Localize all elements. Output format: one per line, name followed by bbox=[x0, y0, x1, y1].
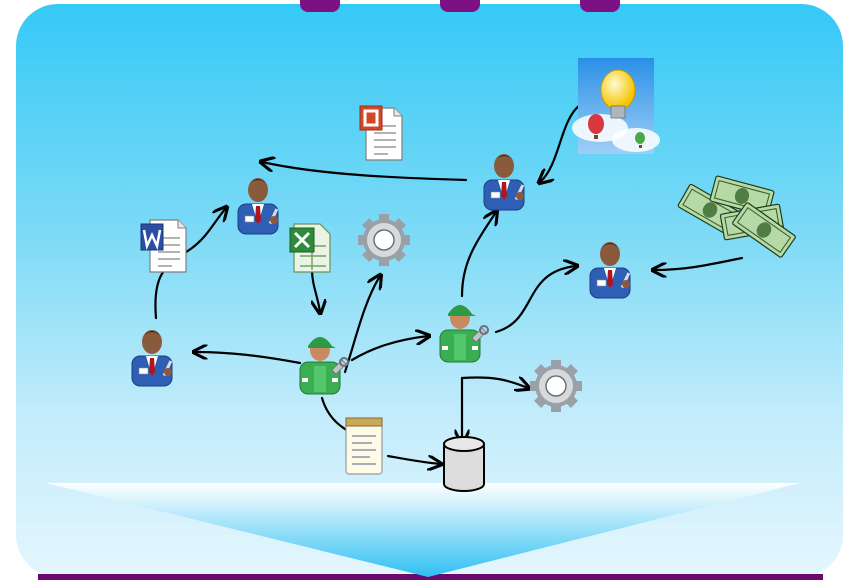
worker-icon bbox=[439, 304, 489, 363]
flow-arrows bbox=[154, 103, 744, 464]
arrow-money-to-manager-right bbox=[654, 256, 744, 270]
hot-air-balloon-icon bbox=[588, 114, 604, 139]
arrow-idea-to-manager-top bbox=[540, 103, 582, 182]
businessman-icon bbox=[483, 153, 525, 211]
notepad-document-icon bbox=[345, 417, 383, 475]
worker-icon bbox=[299, 336, 349, 395]
money-image bbox=[676, 175, 797, 259]
database-cylinder-icon bbox=[443, 436, 485, 492]
arrow-manager-top-to-manager-left bbox=[262, 162, 468, 182]
businessman-icon bbox=[237, 177, 279, 235]
hot-air-balloon-icon bbox=[635, 132, 645, 148]
idea-image bbox=[572, 58, 660, 154]
excel-document-icon bbox=[289, 223, 331, 273]
arrow-worker-right-to-manager-top bbox=[460, 212, 496, 298]
arrow-notepad-to-database bbox=[386, 454, 440, 464]
diagram-panel bbox=[16, 4, 843, 577]
businessman-icon bbox=[131, 329, 173, 387]
lightbulb-icon bbox=[600, 69, 636, 119]
arrow-worker-center-to-manager-far-left bbox=[195, 352, 302, 365]
arrow-excel-to-worker-center bbox=[312, 268, 320, 312]
arrow-worker-right-to-manager-right bbox=[494, 266, 576, 334]
top-tab-marker bbox=[440, 0, 480, 12]
top-tab-marker bbox=[580, 0, 620, 12]
gear-icon bbox=[529, 359, 583, 413]
word-document-icon bbox=[140, 219, 187, 273]
gear-icon bbox=[357, 213, 411, 267]
arrow-worker-right-to-gear-bottom bbox=[460, 377, 528, 388]
top-tab-marker bbox=[300, 0, 340, 12]
businessman-icon bbox=[589, 241, 631, 299]
funnel-shape bbox=[46, 483, 800, 577]
arrow-worker-center-to-worker-right bbox=[350, 336, 428, 362]
arrow-manager-far-left-to-manager-left bbox=[154, 208, 226, 320]
arrow-worker-center-to-gear-top bbox=[343, 276, 380, 374]
powerpoint-document-icon bbox=[359, 105, 403, 161]
